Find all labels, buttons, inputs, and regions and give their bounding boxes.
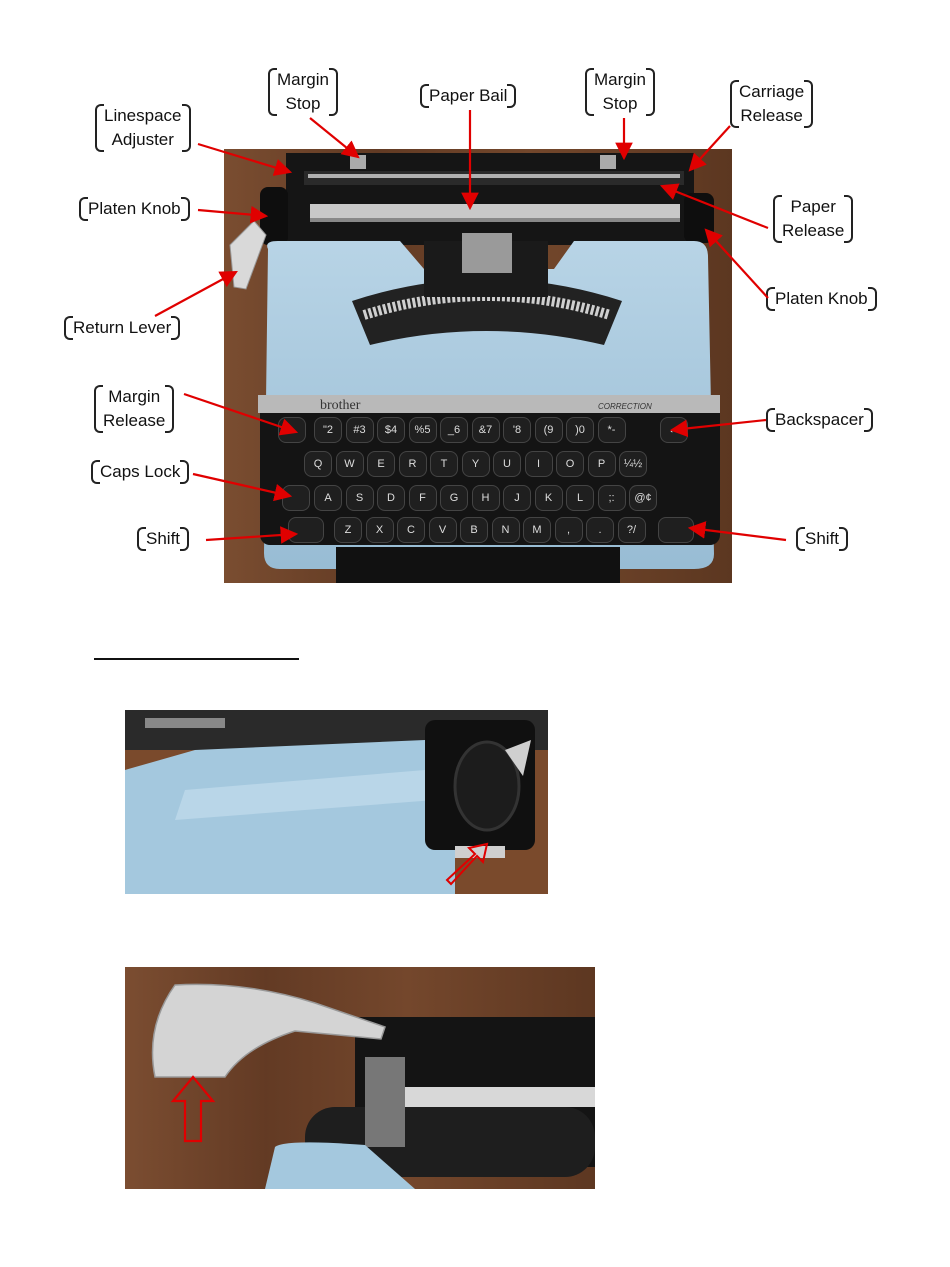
- key[interactable]: F: [409, 485, 437, 511]
- key[interactable]: H: [472, 485, 500, 511]
- key[interactable]: B: [460, 517, 488, 543]
- key[interactable]: G: [440, 485, 468, 511]
- key[interactable]: *-: [598, 417, 626, 443]
- key[interactable]: N: [492, 517, 520, 543]
- key[interactable]: )0: [566, 417, 594, 443]
- key[interactable]: M: [523, 517, 551, 543]
- key[interactable]: A: [314, 485, 342, 511]
- key[interactable]: _6: [440, 417, 468, 443]
- key[interactable]: D: [377, 485, 405, 511]
- key[interactable]: J: [503, 485, 531, 511]
- key[interactable]: $4: [377, 417, 405, 443]
- backspace-key[interactable]: ←: [660, 417, 688, 443]
- key[interactable]: %5: [409, 417, 437, 443]
- key[interactable]: ;:: [598, 485, 626, 511]
- key[interactable]: '8: [503, 417, 531, 443]
- key[interactable]: "2: [314, 417, 342, 443]
- label-shift-left: Shift: [146, 527, 180, 551]
- label-platen-knob-left: Platen Knob: [88, 197, 181, 221]
- key[interactable]: U: [493, 451, 521, 477]
- detail-photo-return-lever: [125, 967, 595, 1189]
- key[interactable]: V: [429, 517, 457, 543]
- key[interactable]: E: [367, 451, 395, 477]
- red-arrow-side: [125, 710, 548, 894]
- key[interactable]: L: [566, 485, 594, 511]
- shift-key-right[interactable]: [658, 517, 694, 543]
- label-shift-right: Shift: [805, 527, 839, 551]
- label-caps-lock: Caps Lock: [100, 460, 180, 484]
- caps-lock-key[interactable]: [282, 485, 310, 511]
- key[interactable]: @¢: [629, 485, 657, 511]
- key[interactable]: X: [366, 517, 394, 543]
- key[interactable]: O: [556, 451, 584, 477]
- key[interactable]: #3: [346, 417, 374, 443]
- key[interactable]: S: [346, 485, 374, 511]
- red-arrow-up: [125, 967, 595, 1189]
- key[interactable]: ?/: [618, 517, 646, 543]
- margin-release-key[interactable]: ↔: [278, 417, 306, 443]
- key[interactable]: ,: [555, 517, 583, 543]
- key[interactable]: W: [336, 451, 364, 477]
- key[interactable]: Z: [334, 517, 362, 543]
- key[interactable]: T: [430, 451, 458, 477]
- key[interactable]: C: [397, 517, 425, 543]
- label-paper-bail: Paper Bail: [429, 84, 507, 108]
- section-divider: [94, 658, 299, 660]
- key[interactable]: K: [535, 485, 563, 511]
- key[interactable]: Y: [462, 451, 490, 477]
- key[interactable]: R: [399, 451, 427, 477]
- brand-text: brother: [320, 398, 361, 413]
- key[interactable]: P: [588, 451, 616, 477]
- key[interactable]: .: [586, 517, 614, 543]
- detail-photo-side: [125, 710, 548, 894]
- key[interactable]: Q: [304, 451, 332, 477]
- key[interactable]: &7: [472, 417, 500, 443]
- label-return-lever: Return Lever: [73, 316, 171, 340]
- svg-text:CORRECTION: CORRECTION: [598, 402, 652, 411]
- shift-key-left[interactable]: [288, 517, 324, 543]
- key[interactable]: I: [525, 451, 553, 477]
- key[interactable]: ¼½: [619, 451, 647, 477]
- key[interactable]: (9: [535, 417, 563, 443]
- typewriter-main-photo: brother CORRECTION ↔ "2#3$4%5_6&7'8(9)0*…: [224, 149, 732, 583]
- label-platen-knob-right: Platen Knob: [775, 287, 868, 311]
- label-backspacer: Backspacer: [775, 408, 864, 432]
